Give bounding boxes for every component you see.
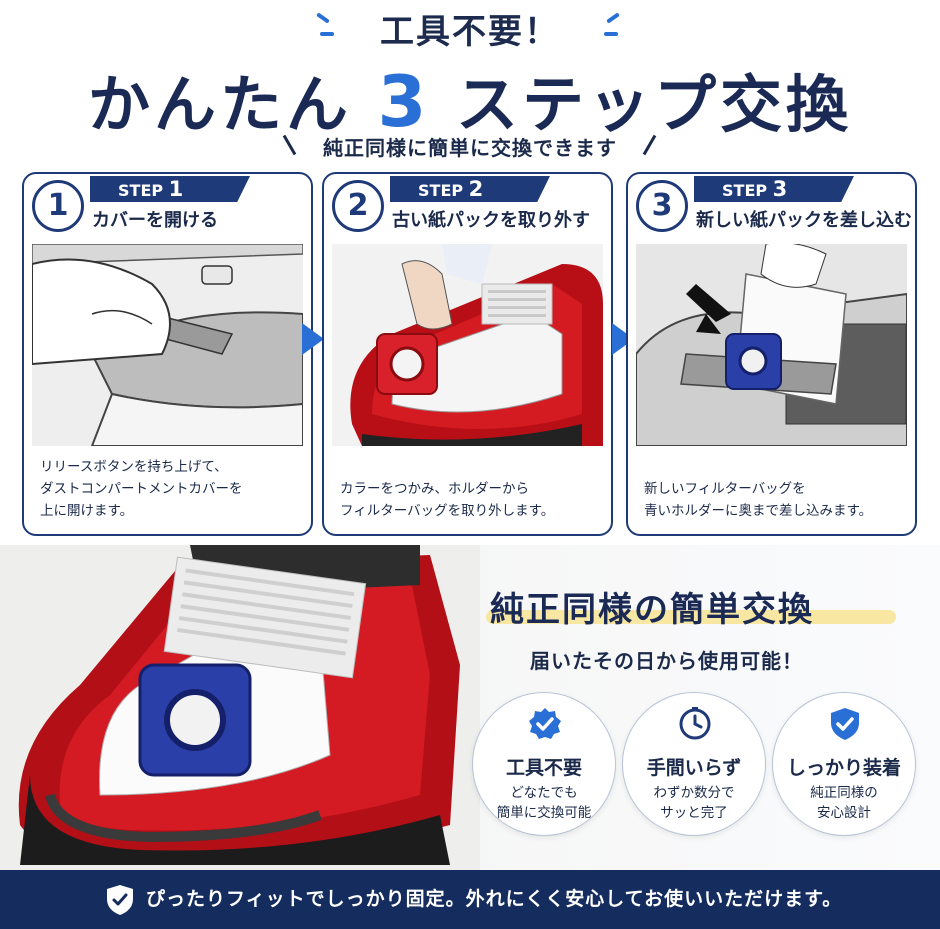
feature-tool-free: 工具不要 どなたでも 簡単に交換可能 <box>472 692 616 836</box>
promo-subheading: 届いたその日から使用可能！ <box>530 649 803 673</box>
step-number-circle: 3 <box>636 180 688 232</box>
title-number: 3 <box>377 61 431 143</box>
step-title: 古い紙パックを取り外す <box>392 210 590 231</box>
page-title: かんたん 3 ステップ交換 <box>0 54 940 144</box>
feature-desc: 純正同様の 安心設計 <box>810 785 878 821</box>
feature-title: 工具不要 <box>505 757 582 779</box>
step-arrow-icon <box>302 323 324 355</box>
step-title: カバーを開ける <box>92 210 218 231</box>
footer-banner: ぴったりフィットでしっかり固定。外れにくく安心してお使いいただけます。 <box>0 870 940 929</box>
footer-text: ぴったりフィットでしっかり固定。外れにくく安心してお使いいただけます。 <box>146 888 843 910</box>
step-label: STEP 1 <box>90 176 250 202</box>
step-description: 新しいフィルターバッグを 青いホルダーに奥まで差し込みます。 <box>644 481 873 519</box>
badge-text: 工具不要！ <box>380 12 560 52</box>
step-card-3: 3 STEP 3 新しい紙パックを差し込む 新しいフィルターバッグを 青いホルダ… <box>626 172 917 536</box>
step-label: STEP 2 <box>390 176 550 202</box>
sparkle-right-icon <box>604 32 618 36</box>
step-number-circle: 1 <box>32 180 84 232</box>
shield-check-icon <box>831 708 859 740</box>
tagline: 純正同様に簡単に交換できます <box>323 136 617 160</box>
step-label: STEP 3 <box>694 176 854 202</box>
step-number-circle: 2 <box>332 180 384 232</box>
check-badge-icon <box>529 708 561 739</box>
header: 工具不要！ かんたん 3 ステップ交換 純正同様に簡単に交換できます <box>0 0 940 165</box>
feature-desc: どなたでも 簡単に交換可能 <box>496 785 592 821</box>
step-illustration <box>32 244 303 446</box>
step-card-2: 2 STEP 2 古い紙パックを取り外す カラーをつかみ、ホルダーから フィルタ… <box>322 172 613 536</box>
step-title: 新しい紙パックを差し込む <box>696 210 912 231</box>
feature-no-hassle: 手間いらず わずか数分で サッと完了 <box>622 692 766 836</box>
promo-section <box>0 545 940 870</box>
vacuum-photo <box>0 545 480 870</box>
step-card-1: 1 STEP 1 カバーを開ける リリースボタンを持ち上げて、 ダストコンパート… <box>22 172 313 536</box>
feature-title: しっかり装着 <box>786 757 901 779</box>
feature-desc: わずか数分で サッと完了 <box>653 785 735 821</box>
step-description: カラーをつかみ、ホルダーから フィルターバッグを取り外します。 <box>340 481 555 519</box>
promo-heading: 純正同様の簡単交換 <box>490 590 814 630</box>
title-pre: かんたん <box>88 68 353 141</box>
feature-title: 手間いらず <box>646 757 742 779</box>
sparkle-left-icon <box>320 32 334 36</box>
step-illustration <box>636 244 907 446</box>
step-description: リリースボタンを持ち上げて、 ダストコンパートメントカバーを 上に開けます。 <box>40 459 243 519</box>
heading-highlight <box>486 610 896 624</box>
feature-secure-fit: しっかり装着 純正同様の 安心設計 <box>772 692 916 836</box>
shield-check-icon <box>107 885 133 915</box>
title-post: ステップ交換 <box>455 68 852 141</box>
clock-icon <box>679 707 711 740</box>
step-photo <box>332 244 603 446</box>
